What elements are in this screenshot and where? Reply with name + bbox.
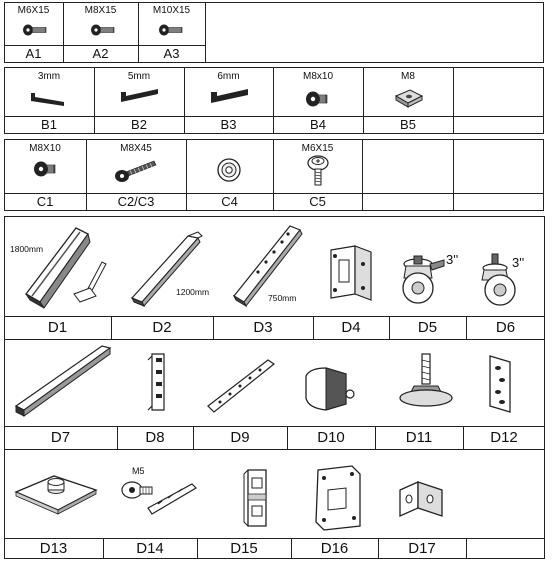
hardware-table-b <box>4 67 544 134</box>
part-label-b5: B5 <box>400 117 416 132</box>
part-label-d10: D10 <box>317 429 345 446</box>
d2-length-note: 1200mm <box>176 287 210 297</box>
end-cap-icon-d10 <box>305 367 355 411</box>
part-label-d6: D6 <box>495 319 516 336</box>
part-label-d15: D15 <box>230 540 258 557</box>
clip-bracket-icon-d15 <box>243 469 267 527</box>
part-label-a1: A1 <box>25 46 42 61</box>
part-label-d9: D9 <box>230 429 250 446</box>
screw-and-clip-icon-d14 <box>121 481 197 515</box>
channel-rail-icon-d7 <box>14 345 112 417</box>
size-label-a2: M8X15 <box>84 5 117 16</box>
hex-key-icon-b1 <box>31 93 64 106</box>
size-label-a1: M6X15 <box>17 5 50 16</box>
perforated-plate-icon-d12 <box>489 355 511 413</box>
size-label-c2: M8X45 <box>120 143 152 154</box>
part-label-d11: D11 <box>405 429 433 446</box>
size-label-b1: 3mm <box>37 71 61 82</box>
part-label-c1: C1 <box>36 194 54 209</box>
washer-icon-c4 <box>217 158 241 182</box>
screw-icon-c1 <box>34 161 56 177</box>
leveling-foot-icon-d11 <box>399 353 453 407</box>
part-label-d16: D16 <box>320 540 349 557</box>
screw-icon-b4 <box>306 91 328 107</box>
part-label-d2: D2 <box>152 319 172 336</box>
part-label-d8: D8 <box>145 429 165 446</box>
part-label-c5: C5 <box>309 194 326 209</box>
part-label-b2: B2 <box>131 117 147 132</box>
extension-beam-icon-d3 <box>232 225 303 308</box>
long-screw-icon-c2 <box>115 160 157 182</box>
size-label-c5: M6X15 <box>301 143 334 154</box>
t-nut-icon-b5 <box>394 89 424 108</box>
part-label-b4: B4 <box>310 117 326 132</box>
base-plate-icon-d13 <box>14 475 98 515</box>
part-label-a2: A2 <box>92 46 109 61</box>
d1-length-note: 1800mm <box>10 244 44 254</box>
d14-screw-note: M5 <box>132 466 145 476</box>
hex-key-icon-b3 <box>211 89 248 103</box>
size-label-c1: M8X10 <box>29 143 61 154</box>
size-label-b5: M8 <box>401 71 415 82</box>
size-label-b3: 6mm <box>217 71 240 82</box>
caster-wheel-brake-icon-d5 <box>402 255 445 304</box>
part-label-d5: D5 <box>417 319 438 336</box>
l-bracket-icon-d17 <box>399 480 443 518</box>
d5-size-note: 3'' <box>446 252 459 267</box>
screw-icon-a2 <box>91 24 115 36</box>
part-label-d1: D1 <box>47 319 68 336</box>
part-label-b3: B3 <box>220 117 237 132</box>
part-label-d14: D14 <box>136 540 164 557</box>
part-label-c2-c3: C2/C3 <box>117 194 155 209</box>
caster-wheel-icon-d6 <box>481 253 516 306</box>
part-label-a3: A3 <box>163 46 180 61</box>
part-label-b1: B1 <box>41 117 57 132</box>
beam-icon-d2 <box>130 231 203 307</box>
part-label-d12: D12 <box>490 429 518 446</box>
part-label-c4: C4 <box>221 194 238 209</box>
part-label-d7: D7 <box>50 429 71 446</box>
hardware-table-c <box>4 139 544 211</box>
d3-length-note: 750mm <box>268 293 297 303</box>
components-table-d <box>4 216 545 559</box>
part-label-d4: D4 <box>341 319 361 336</box>
part-label-d17: D17 <box>408 540 436 557</box>
hook-hanger-icon-d8 <box>147 353 165 411</box>
screw-icon-a1 <box>23 24 47 36</box>
part-label-d3: D3 <box>253 319 273 336</box>
d6-size-note: 3'' <box>512 255 525 270</box>
hardware-table-a <box>4 2 544 63</box>
size-label-b2: 5mm <box>127 71 151 82</box>
size-label-b4: M8x10 <box>302 71 333 82</box>
screw-icon-a3 <box>159 24 183 36</box>
thumb-screw-icon-c5 <box>307 155 329 186</box>
part-label-d13: D13 <box>39 540 68 557</box>
mounting-bracket-icon-d4 <box>330 245 372 301</box>
hex-key-icon-b2 <box>121 89 158 102</box>
size-label-a3: M10X15 <box>152 5 191 16</box>
adapter-plate-icon-d16 <box>315 465 361 531</box>
aluminum-beam-icon-d1 <box>25 227 107 309</box>
flat-bar-icon-d9 <box>207 359 276 413</box>
